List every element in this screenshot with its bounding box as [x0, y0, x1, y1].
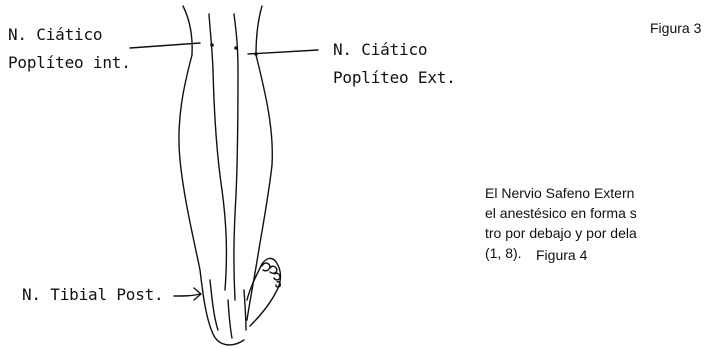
body-text-line-3: tro por debajo y por dela	[485, 226, 637, 240]
ankle-line-1	[210, 280, 218, 330]
calf-crease-right	[234, 70, 238, 300]
nerve-dot-ext	[254, 52, 258, 56]
label-sciatic-int-line1: N. Ciático	[8, 27, 102, 43]
label-tibial-post: N. Tibial Post.	[22, 287, 164, 303]
toe-1	[262, 263, 270, 271]
toe-3	[274, 273, 280, 280]
label-sciatic-ext-line2: Poplíteo Ext.	[333, 70, 456, 86]
body-text-line-2: el anestésico en forma s	[485, 206, 637, 220]
caption-figura-3: Figura 3	[650, 21, 701, 35]
nerve-dot-int	[210, 43, 214, 47]
pointer-sciatic-ext	[248, 50, 318, 54]
leg-left-contour	[179, 55, 244, 345]
leg-right-contour	[247, 55, 272, 320]
ankle-line-2	[228, 300, 232, 338]
thigh-right-outline	[256, 6, 262, 55]
thigh-inner-left	[209, 14, 213, 70]
arrow-tibial-post	[174, 294, 200, 296]
body-text-line-1: El Nervio Safeno Extern	[485, 186, 634, 200]
thigh-left-outline	[183, 6, 192, 55]
pointer-sciatic-int	[130, 43, 200, 48]
nerve-dot-mid	[234, 46, 238, 50]
body-text-line-4: (1, 8).	[485, 246, 522, 260]
caption-figura-4: Figura 4	[536, 248, 587, 262]
thigh-inner-right	[234, 14, 238, 70]
ankle-line-3	[244, 290, 246, 330]
label-sciatic-ext-line1: N. Ciático	[333, 42, 427, 58]
label-sciatic-int-line2: Poplíteo int.	[8, 55, 131, 71]
toe-2	[270, 266, 277, 273]
calf-crease-left	[213, 70, 226, 290]
